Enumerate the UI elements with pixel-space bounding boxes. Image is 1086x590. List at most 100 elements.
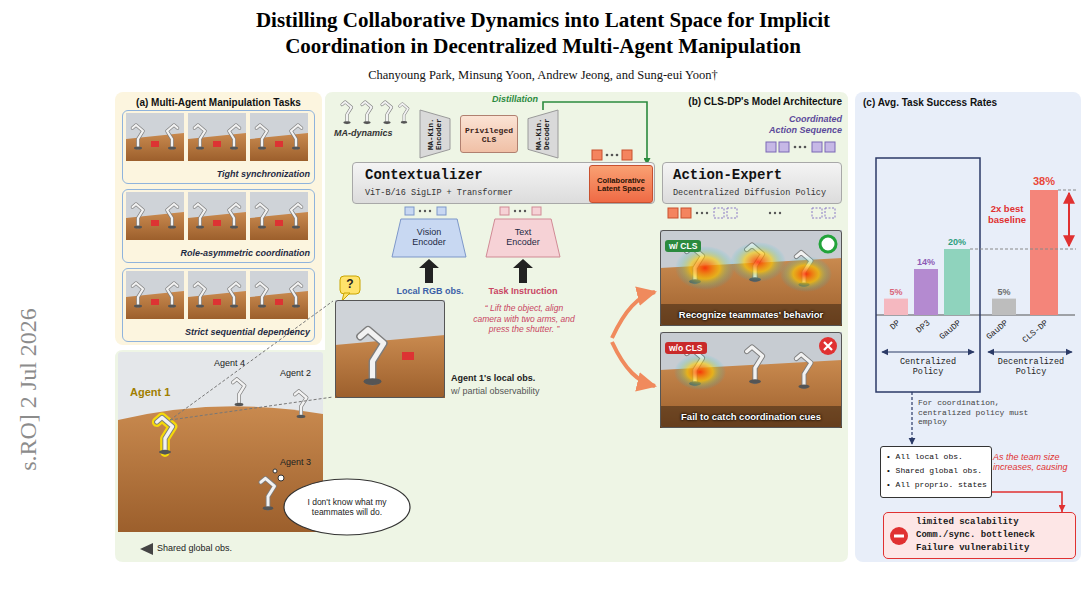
success-rate-chart bbox=[876, 158, 980, 392]
node-text: (c) Avg. Task Success Rates bbox=[863, 97, 1073, 108]
text-holder: (c) Avg. Task Success Rates bbox=[863, 97, 1073, 108]
node-text: limited scalability bbox=[916, 517, 1071, 529]
text-holder: Chanyoung Park, Minsung Yoon, Andrew Jeo… bbox=[193, 68, 893, 83]
text-holder: 20% bbox=[941, 237, 973, 247]
text-holder: Centralized Policy bbox=[893, 358, 963, 378]
node-text: (b) CLS-DP's Model Architecture bbox=[625, 96, 842, 107]
token-rows bbox=[419, 210, 421, 212]
local-observation-inset: Agent 1's local obs.w/ partial observabi… bbox=[335, 300, 445, 398]
node-outline bbox=[392, 219, 466, 257]
text-holder: As the team size increases, causing bbox=[993, 452, 1073, 473]
token-rows bbox=[405, 207, 414, 215]
success-rate-chart bbox=[944, 249, 970, 315]
panel-background bbox=[115, 92, 322, 345]
text-holder: • Shared global obs. bbox=[886, 466, 986, 477]
team-scene bbox=[261, 478, 275, 510]
result-images bbox=[820, 236, 836, 252]
text-holder: ? bbox=[340, 277, 360, 291]
node-text: Vision Encoder bbox=[404, 228, 454, 248]
node-text: Agent 1's local obs. bbox=[451, 373, 561, 383]
team-scene bbox=[140, 543, 153, 555]
text-holder: (b) CLS-DP's Model Architecture bbox=[625, 96, 842, 107]
result-images bbox=[660, 304, 842, 326]
token-rows bbox=[606, 154, 609, 157]
token-rows bbox=[825, 208, 835, 218]
token-rows bbox=[668, 208, 678, 218]
text-holder: MA-Kin. Decoder bbox=[535, 111, 552, 157]
result-images bbox=[824, 342, 832, 350]
text-holder: Collaborative Latent Space bbox=[590, 177, 652, 194]
text-holder: 5% bbox=[988, 287, 1020, 297]
token-rows bbox=[519, 210, 521, 212]
task-thumbnails bbox=[250, 271, 308, 319]
agent-label: Agent 3 bbox=[280, 457, 320, 467]
task-thumbnails bbox=[126, 113, 184, 161]
group-label: Centralized Policy bbox=[893, 358, 963, 378]
note-text: For coordination, centralized policy mus… bbox=[918, 398, 1030, 427]
panel-background bbox=[855, 92, 1081, 562]
agent-label: Agent 1 bbox=[130, 386, 180, 398]
result-images bbox=[675, 246, 735, 290]
requirement-list: • All local obs.• Shared global obs.• Al… bbox=[880, 446, 992, 498]
text-holder: Strict sequential dependency bbox=[127, 327, 310, 337]
success-rate-chart bbox=[914, 269, 938, 315]
success-rate-chart bbox=[970, 249, 1076, 250]
team-scene bbox=[273, 469, 277, 473]
token-rows bbox=[429, 210, 431, 212]
token-rows bbox=[799, 146, 802, 149]
token-rows bbox=[769, 212, 771, 214]
text-holder: limited scalability bbox=[916, 517, 1071, 529]
text-holder: w/o CLS bbox=[665, 337, 725, 355]
node-text: Action-Expert bbox=[673, 167, 838, 183]
token-rows bbox=[681, 208, 691, 218]
text-holder: • All proprio. states bbox=[886, 480, 986, 491]
result-images bbox=[612, 342, 655, 386]
team-scene bbox=[278, 475, 284, 481]
result-images bbox=[819, 337, 837, 355]
text-holder: For coordination, centralized policy mus… bbox=[918, 398, 1030, 427]
node-text: Failure vulnerability bbox=[916, 543, 1071, 555]
minus-icon bbox=[894, 535, 904, 538]
token-rows bbox=[701, 212, 703, 214]
result-images bbox=[660, 406, 842, 428]
drawback-box: limited scalabilityComm./sync. bottlenec… bbox=[883, 512, 1076, 559]
result-images bbox=[796, 354, 811, 388]
node-outline bbox=[486, 219, 560, 257]
token-rows bbox=[500, 207, 509, 215]
agent-label: Agent 4 bbox=[214, 358, 254, 368]
bar-value: 38% bbox=[1022, 175, 1066, 187]
text-encoder: Text Encoder bbox=[486, 219, 560, 257]
token-rows bbox=[524, 210, 526, 212]
success-rate-chart bbox=[882, 351, 974, 352]
text-holder: I don't know what my teammates will do. bbox=[295, 497, 399, 517]
vision-encoder: Vision Encoder bbox=[392, 219, 466, 257]
node-text: (a) Multi-Agent Manipulation Tasks bbox=[118, 97, 319, 108]
text-holder: Fail to catch coordination cues bbox=[661, 411, 841, 422]
text-holder: Text Encoder bbox=[498, 228, 548, 248]
success-rate-chart bbox=[992, 299, 1016, 315]
team-scene bbox=[170, 397, 333, 420]
success-rate-chart bbox=[988, 351, 1072, 352]
input-label: Task Instruction bbox=[478, 286, 568, 296]
text-holder: 5% bbox=[880, 287, 912, 297]
result-inset: w/ CLSRecognize teammates' behavior bbox=[660, 230, 842, 326]
text-holder: Shared global obs. bbox=[157, 543, 257, 553]
input-arrows bbox=[513, 259, 533, 283]
token-rows bbox=[779, 212, 781, 214]
kinematics-decoder: MA-Kin. Decoder bbox=[528, 110, 558, 158]
text-holder: Distilling Collaborative Dynamics into L… bbox=[163, 8, 923, 59]
task-thumbnails bbox=[188, 192, 246, 240]
text-holder: (a) Multi-Agent Manipulation Tasks bbox=[118, 97, 319, 108]
text-holder: 2x best baseline bbox=[984, 204, 1030, 226]
node-text: Comm./sync. bottleneck bbox=[916, 530, 1071, 542]
group-label: Decentralized Policy bbox=[990, 358, 1072, 378]
text-holder: 14% bbox=[910, 257, 942, 267]
node-outline bbox=[284, 479, 410, 535]
local-observation-image bbox=[335, 300, 445, 398]
text-holder: Agent 1's local obs. bbox=[451, 373, 561, 383]
text-holder: s.RO] 2 Jul 2026 bbox=[15, 290, 42, 490]
text-holder: Distillation bbox=[482, 94, 538, 104]
text-holder: Role-asymmetric coordination bbox=[127, 248, 310, 258]
kinematics-encoder: MA-Kin. Encoder bbox=[420, 110, 450, 158]
axis-tick: GauDP bbox=[966, 318, 1011, 358]
